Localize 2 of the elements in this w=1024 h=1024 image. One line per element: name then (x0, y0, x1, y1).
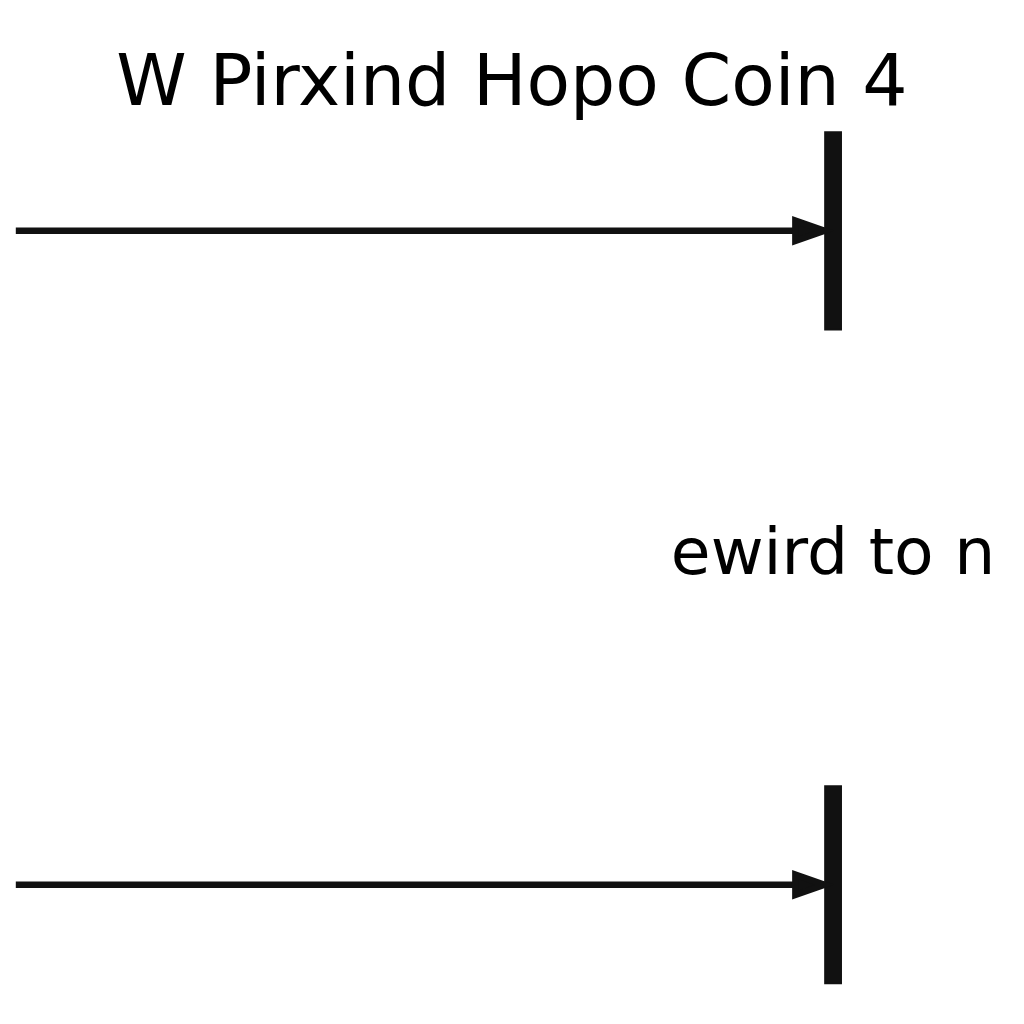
label: ewird to n (670, 513, 996, 589)
diagram-title: W Pirxind Hopo Coin 4 (116, 38, 908, 122)
